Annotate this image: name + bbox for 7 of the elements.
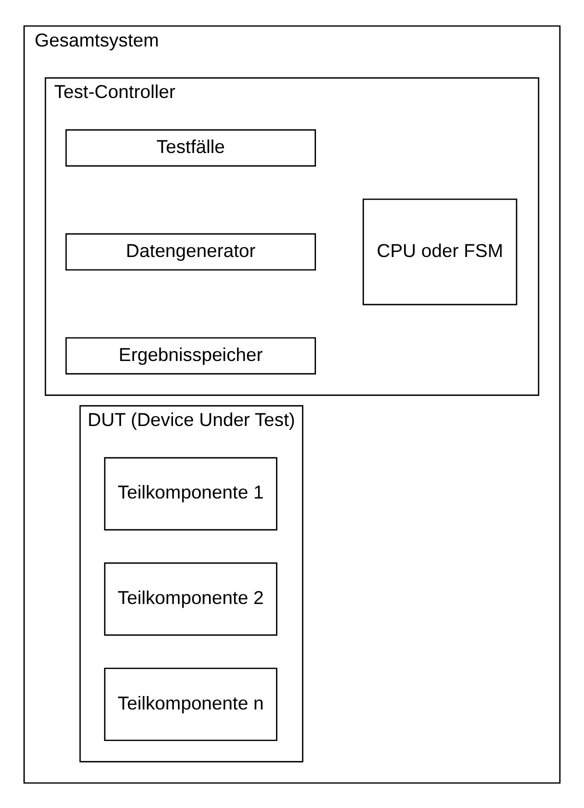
node-box: Teilkomponente 1 xyxy=(104,456,278,530)
node-box: Testfälle xyxy=(65,128,316,166)
node-box: Datengenerator xyxy=(65,232,316,270)
node-box: CPU oder FSM xyxy=(362,198,518,305)
node-box: Teilkomponente 2 xyxy=(104,562,278,636)
node-box: Teilkomponente n xyxy=(104,667,278,741)
node-box: Ergebnisspeicher xyxy=(65,336,316,374)
